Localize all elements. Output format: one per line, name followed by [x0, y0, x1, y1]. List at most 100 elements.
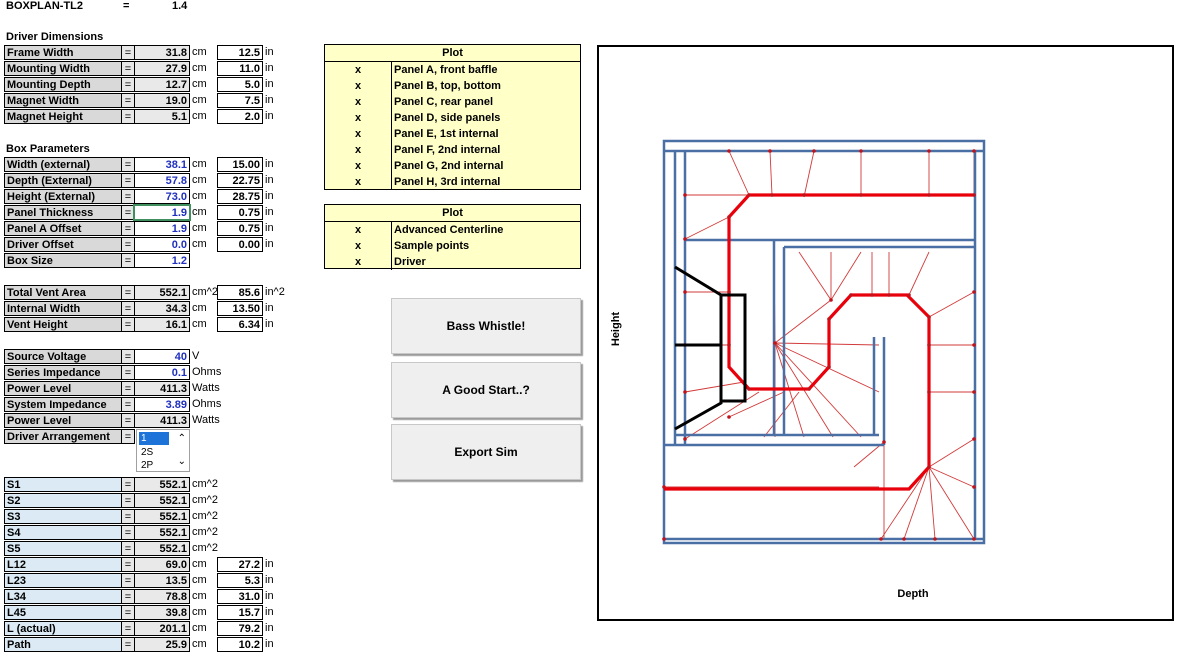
row-unit: cm: [192, 318, 207, 330]
scroll-up-icon[interactable]: ⌃: [177, 433, 186, 444]
plot-row[interactable]: x Panel C, rear panel: [325, 94, 580, 110]
arrangement-option-1[interactable]: 1: [139, 432, 169, 445]
row-value[interactable]: 25.9: [134, 637, 190, 652]
sample-point: [727, 415, 731, 419]
row-unit: Watts: [192, 382, 220, 394]
row-unit: cm: [192, 238, 207, 250]
row-value[interactable]: 73.0: [134, 189, 190, 204]
row-inch-unit: in: [265, 606, 274, 618]
sample-point: [662, 537, 666, 541]
row-label: Magnet Width: [4, 93, 122, 108]
row-eq: =: [121, 509, 135, 524]
driver-arrangement-listbox[interactable]: 1 2S 2P ⌃ ⌄: [136, 429, 190, 472]
arrangement-option-2s[interactable]: 2S: [141, 447, 154, 458]
row-value[interactable]: 16.1: [134, 317, 190, 332]
row-inch-value: 0.00: [217, 237, 263, 252]
row-eq: =: [121, 349, 135, 364]
row-unit: cm: [192, 110, 207, 122]
row-value[interactable]: 552.1: [134, 525, 190, 540]
row-label: Box Size: [4, 253, 122, 268]
row-eq: =: [121, 221, 135, 236]
row-value[interactable]: 27.9: [134, 61, 190, 76]
row-unit: cm: [192, 174, 207, 186]
plot-checkmark[interactable]: x: [354, 224, 362, 236]
plot-row[interactable]: x Panel B, top, bottom: [325, 78, 580, 94]
row-value[interactable]: 57.8: [134, 173, 190, 188]
plot-row[interactable]: x Sample points: [325, 238, 580, 254]
row-inch-unit: in: [265, 222, 274, 234]
row-unit: cm: [192, 222, 207, 234]
good-start-button[interactable]: A Good Start..?: [391, 362, 581, 418]
row-label: Frame Width: [4, 45, 122, 60]
row-value[interactable]: 34.3: [134, 301, 190, 316]
sample-point: [870, 293, 874, 297]
row-value[interactable]: 1.2: [134, 253, 190, 268]
plot-checkmark[interactable]: x: [354, 144, 362, 156]
sample-point: [747, 193, 751, 197]
row-inch-value: 5.0: [217, 77, 263, 92]
row-eq: =: [121, 573, 135, 588]
row-value[interactable]: 12.7: [134, 77, 190, 92]
box-diagram-svg: Height Depth: [610, 139, 986, 600]
sample-point: [887, 293, 891, 297]
plot-row[interactable]: x Panel D, side panels: [325, 110, 580, 126]
row-unit: cm: [192, 78, 207, 90]
row-value[interactable]: 0.1: [134, 365, 190, 380]
height-axis-label: Height: [610, 312, 622, 347]
row-value[interactable]: 552.1: [134, 509, 190, 524]
row-value[interactable]: 552.1: [134, 477, 190, 492]
row-label: Total Vent Area: [4, 285, 122, 300]
row-eq: =: [121, 157, 135, 172]
plot-row[interactable]: x Panel A, front baffle: [325, 62, 580, 78]
plot-checkmark[interactable]: x: [354, 96, 362, 108]
row-value[interactable]: 5.1: [134, 109, 190, 124]
plot-row[interactable]: x Panel F, 2nd internal: [325, 142, 580, 158]
row-value[interactable]: 411.3: [134, 381, 190, 396]
row-value[interactable]: 13.5: [134, 573, 190, 588]
row-value[interactable]: 78.8: [134, 589, 190, 604]
row-label: Panel Thickness: [4, 205, 122, 220]
row-value[interactable]: 38.1: [134, 157, 190, 172]
row-unit: cm^2: [192, 542, 218, 554]
plot-checkmark[interactable]: x: [354, 176, 362, 188]
row-value[interactable]: 39.8: [134, 605, 190, 620]
plot-row[interactable]: x Advanced Centerline: [325, 222, 580, 238]
plot-checkmark[interactable]: x: [354, 256, 362, 268]
plot-checkmark[interactable]: x: [354, 160, 362, 172]
row-value[interactable]: 201.1: [134, 621, 190, 636]
row-label: Vent Height: [4, 317, 122, 332]
bass-whistle-button[interactable]: Bass Whistle!: [391, 298, 581, 354]
plot-row[interactable]: x Driver: [325, 254, 580, 270]
row-value[interactable]: 552.1: [134, 493, 190, 508]
row-value[interactable]: 411.3: [134, 413, 190, 428]
export-sim-button[interactable]: Export Sim: [391, 424, 581, 480]
row-value[interactable]: 1.9: [133, 204, 191, 221]
row-eq: =: [121, 493, 135, 508]
row-unit: Watts: [192, 414, 220, 426]
row-value[interactable]: 552.1: [134, 285, 190, 300]
sample-point: [727, 149, 731, 153]
scroll-down-icon[interactable]: ⌄: [177, 456, 186, 467]
row-value[interactable]: 3.89: [134, 397, 190, 412]
row-eq: =: [121, 397, 135, 412]
row-value[interactable]: 19.0: [134, 93, 190, 108]
row-value[interactable]: 31.8: [134, 45, 190, 60]
row-value[interactable]: 552.1: [134, 541, 190, 556]
plot-checkmark[interactable]: x: [354, 64, 362, 76]
arrangement-option-2p[interactable]: 2P: [141, 460, 154, 471]
row-value[interactable]: 0.0: [134, 237, 190, 252]
plot-checkmark[interactable]: x: [354, 128, 362, 140]
row-eq: =: [121, 45, 135, 60]
plot-checkmark[interactable]: x: [354, 112, 362, 124]
row-value[interactable]: 1.9: [134, 221, 190, 236]
row-value[interactable]: 69.0: [134, 557, 190, 572]
row-label: Series Impedance: [4, 365, 122, 380]
row-inch-unit: in: [265, 206, 274, 218]
row-label: Height (External): [4, 189, 122, 204]
plot-row[interactable]: x Panel E, 1st internal: [325, 126, 580, 142]
plot-checkmark[interactable]: x: [354, 240, 362, 252]
plot-row[interactable]: x Panel H, 3rd internal: [325, 174, 580, 190]
row-value[interactable]: 40: [134, 349, 190, 364]
plot-checkmark[interactable]: x: [354, 80, 362, 92]
plot-row[interactable]: x Panel G, 2nd internal: [325, 158, 580, 174]
